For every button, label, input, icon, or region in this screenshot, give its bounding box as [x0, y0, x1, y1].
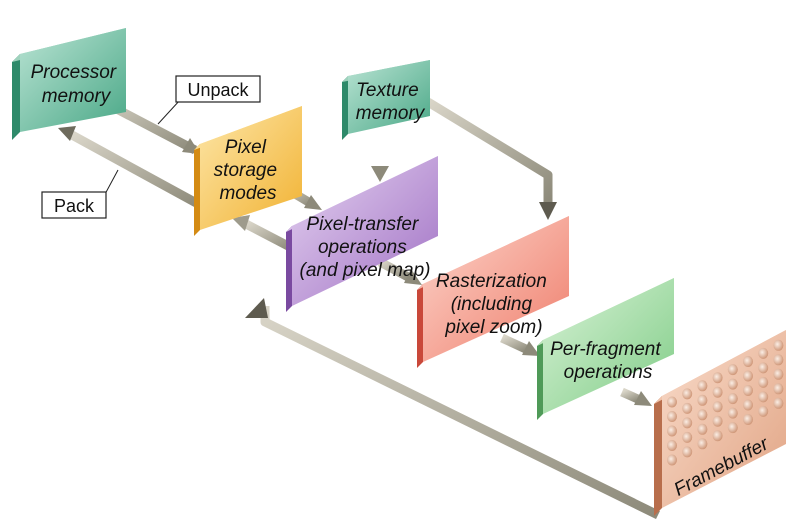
unpack-leader-line [157, 99, 181, 125]
texture-to-rasterization-arrow [425, 98, 557, 220]
per-fragment-operations-label: Per-fragment operations [550, 339, 666, 383]
framebuffer-pixel [743, 370, 753, 382]
framebuffer-pixel [727, 393, 738, 405]
framebuffer-pixel [727, 422, 738, 434]
framebuffer-pixel [712, 415, 723, 427]
texture-memory-label: Texture memory [356, 80, 426, 124]
transfer-to-storage-arrow [232, 215, 295, 252]
framebuffer-pixel [667, 411, 677, 422]
pack-label: Pack [54, 196, 95, 216]
pixel-storage-modes-block: Pixel storage modes [194, 106, 302, 236]
texture-memory-block: Texture memory [342, 60, 430, 140]
framebuffer-pixel [697, 394, 708, 406]
framebuffer-pixel [773, 397, 784, 409]
framebuffer-readback-arrow [245, 298, 660, 519]
texture-to-transfer-arrow [371, 130, 389, 182]
framebuffer-pixel [727, 407, 738, 419]
framebuffer-pixel [758, 376, 769, 388]
pixel-transfer-operations-label: Pixel-transfer operations (and pixel map… [300, 214, 431, 281]
framebuffer-pixel [667, 454, 677, 466]
framebuffer-pixel [712, 430, 723, 442]
framebuffer-pixel [758, 391, 769, 403]
processor-memory-block: Processor memory [12, 28, 126, 140]
framebuffer-pixel [682, 388, 693, 400]
framebuffer-pixel [743, 399, 753, 411]
framebuffer-pixel [773, 339, 784, 351]
framebuffer-pixel [712, 401, 723, 413]
framebuffer-pixel [743, 356, 753, 367]
fragment-to-framebuffer-arrow [620, 387, 652, 406]
framebuffer-pixel [773, 383, 784, 395]
framebuffer-pixel [697, 409, 708, 421]
framebuffer-block: Framebuffer [654, 330, 786, 516]
rasterization-to-fragment-arrow [500, 333, 540, 356]
framebuffer-pixel [758, 347, 769, 359]
framebuffer-pixel [667, 425, 677, 437]
framebuffer-pixel [667, 440, 677, 451]
framebuffer-pixel [682, 431, 693, 443]
framebuffer-pixel [727, 378, 738, 390]
rasterization-label: Rasterization (including pixel zoom) [436, 271, 552, 338]
framebuffer-pixel [712, 386, 723, 398]
pixel-storage-modes-label: Pixel storage modes [214, 137, 283, 204]
framebuffer-pixel [682, 417, 693, 429]
framebuffer-pixel [758, 405, 769, 417]
processor-memory-label: Processor memory [31, 62, 122, 107]
framebuffer-pixel [697, 380, 708, 392]
per-fragment-operations-block: Per-fragment operations [537, 278, 674, 420]
framebuffer-pixel-grid [667, 339, 784, 466]
framebuffer-pixel [773, 368, 784, 380]
pack-callout: Pack [41, 191, 107, 219]
framebuffer-pixel [712, 372, 723, 384]
framebuffer-pixel [743, 385, 753, 396]
framebuffer-pixel [697, 423, 708, 435]
pack-arrow [58, 126, 203, 209]
framebuffer-pixel [697, 438, 708, 450]
framebuffer-pixel [667, 396, 677, 408]
framebuffer-pixel [743, 414, 753, 425]
pixel-transfer-operations-block: Pixel-transfer operations (and pixel map… [286, 156, 438, 312]
rasterization-block: Rasterization (including pixel zoom) [417, 216, 569, 368]
unpack-label: Unpack [187, 80, 249, 100]
framebuffer-pixel [682, 446, 693, 458]
unpack-callout: Unpack [175, 75, 261, 103]
framebuffer-pixel [773, 354, 784, 366]
framebuffer-pixel [682, 402, 693, 414]
framebuffer-pixel [758, 362, 769, 374]
framebuffer-pixel [727, 364, 738, 376]
transfer-to-rasterization-arrow [377, 258, 422, 285]
